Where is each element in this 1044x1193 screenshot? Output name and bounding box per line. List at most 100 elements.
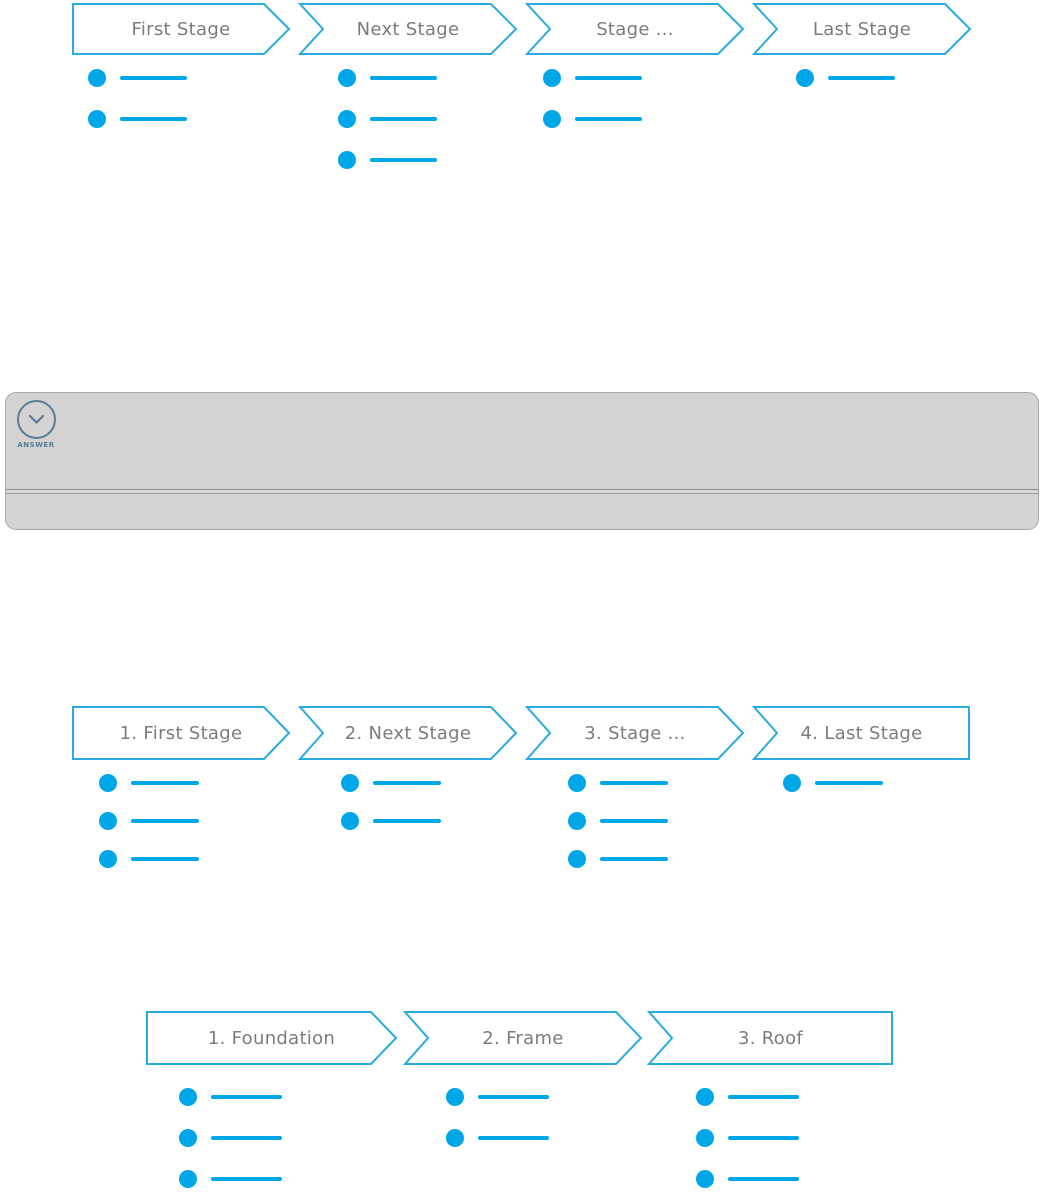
bullet-item — [341, 812, 441, 830]
stage-label: 1. Foundation — [207, 1027, 336, 1049]
stage-label: 2. Next Stage — [344, 722, 472, 744]
stage-chevron: Stage ... — [524, 3, 745, 55]
bullet-dot — [338, 69, 356, 87]
bullet-line — [575, 117, 642, 121]
bullet-dot — [179, 1170, 197, 1188]
bullet-dot — [568, 774, 586, 792]
bullet-line — [815, 781, 883, 785]
bullet-item — [568, 774, 668, 792]
bullet-line — [120, 117, 187, 121]
bullet-item — [179, 1129, 282, 1147]
bullet-dot — [696, 1129, 714, 1147]
stage-chevron: 2. Next Stage — [297, 706, 518, 760]
bullet-line — [370, 117, 437, 121]
stage-chevron: 4. Last Stage — [751, 706, 970, 760]
bullet-item — [783, 774, 883, 792]
stage-label: Stage ... — [596, 18, 674, 40]
bullet-item — [543, 69, 642, 87]
bullet-item — [696, 1088, 799, 1106]
bullet-dot — [99, 812, 117, 830]
stage-label: 2. Frame — [482, 1027, 564, 1049]
answer-label: ANSWER — [17, 441, 55, 449]
bullet-dot — [796, 69, 814, 87]
bullet-item — [696, 1170, 799, 1188]
bullet-item — [179, 1088, 282, 1106]
bullet-line — [728, 1136, 799, 1140]
answer-toggle-button[interactable]: ANSWER — [13, 400, 59, 449]
bullet-dot — [341, 774, 359, 792]
chevron-down-icon — [16, 400, 56, 439]
bullet-item — [179, 1170, 282, 1188]
bullet-dot — [179, 1129, 197, 1147]
bullet-line — [600, 781, 668, 785]
answer-panel: ANSWER — [5, 392, 1039, 530]
stage-label: 3. Stage ... — [584, 722, 686, 744]
bullet-item — [338, 151, 437, 169]
stage-chevron: Last Stage — [751, 3, 972, 55]
stage-chevron: 1. Foundation — [146, 1011, 398, 1065]
bullet-line — [478, 1095, 549, 1099]
bullet-dot — [338, 110, 356, 128]
bullet-dot — [88, 69, 106, 87]
bullet-item — [338, 69, 437, 87]
stage-chevron: Next Stage — [297, 3, 518, 55]
bullet-item — [568, 812, 668, 830]
bullet-dot — [696, 1170, 714, 1188]
bullet-line — [131, 781, 199, 785]
stage-chevron: First Stage — [72, 3, 291, 55]
bullet-line — [600, 819, 668, 823]
bullet-item — [99, 850, 199, 868]
bullet-item — [568, 850, 668, 868]
bullet-dot — [338, 151, 356, 169]
bullet-line — [211, 1136, 282, 1140]
bullet-line — [728, 1095, 799, 1099]
stage-label: Last Stage — [812, 18, 912, 40]
stage-label: 4. Last Stage — [800, 722, 923, 744]
bullet-dot — [783, 774, 801, 792]
bullet-line — [370, 158, 437, 162]
bullet-dot — [568, 850, 586, 868]
panel-divider — [6, 489, 1038, 494]
stage-chevron: 3. Stage ... — [524, 706, 745, 760]
stage-chevron: 3. Roof — [646, 1011, 893, 1065]
bullet-line — [211, 1177, 282, 1181]
bullet-item — [796, 69, 895, 87]
bullet-line — [728, 1177, 799, 1181]
stage-label: First Stage — [131, 18, 231, 40]
bullet-line — [370, 76, 437, 80]
bullet-item — [543, 110, 642, 128]
bullet-dot — [341, 812, 359, 830]
bullet-line — [131, 857, 199, 861]
bullet-item — [696, 1129, 799, 1147]
bullet-dot — [543, 110, 561, 128]
bullet-dot — [446, 1088, 464, 1106]
bullet-line — [211, 1095, 282, 1099]
bullet-item — [338, 110, 437, 128]
bullet-item — [446, 1088, 549, 1106]
bullet-dot — [446, 1129, 464, 1147]
bullet-line — [120, 76, 187, 80]
bullet-line — [478, 1136, 549, 1140]
stage-chevron: 1. First Stage — [72, 706, 291, 760]
stage-label: 1. First Stage — [119, 722, 243, 744]
bullet-dot — [99, 774, 117, 792]
bullet-line — [373, 781, 441, 785]
bullet-dot — [88, 110, 106, 128]
bullet-dot — [179, 1088, 197, 1106]
bullet-dot — [696, 1088, 714, 1106]
bullet-dot — [543, 69, 561, 87]
bullet-dot — [568, 812, 586, 830]
bullet-item — [341, 774, 441, 792]
bullet-line — [600, 857, 668, 861]
bullet-item — [99, 774, 199, 792]
bullet-line — [373, 819, 441, 823]
bullet-item — [88, 69, 187, 87]
bullet-item — [99, 812, 199, 830]
bullet-line — [828, 76, 895, 80]
bullet-line — [131, 819, 199, 823]
bullet-dot — [99, 850, 117, 868]
